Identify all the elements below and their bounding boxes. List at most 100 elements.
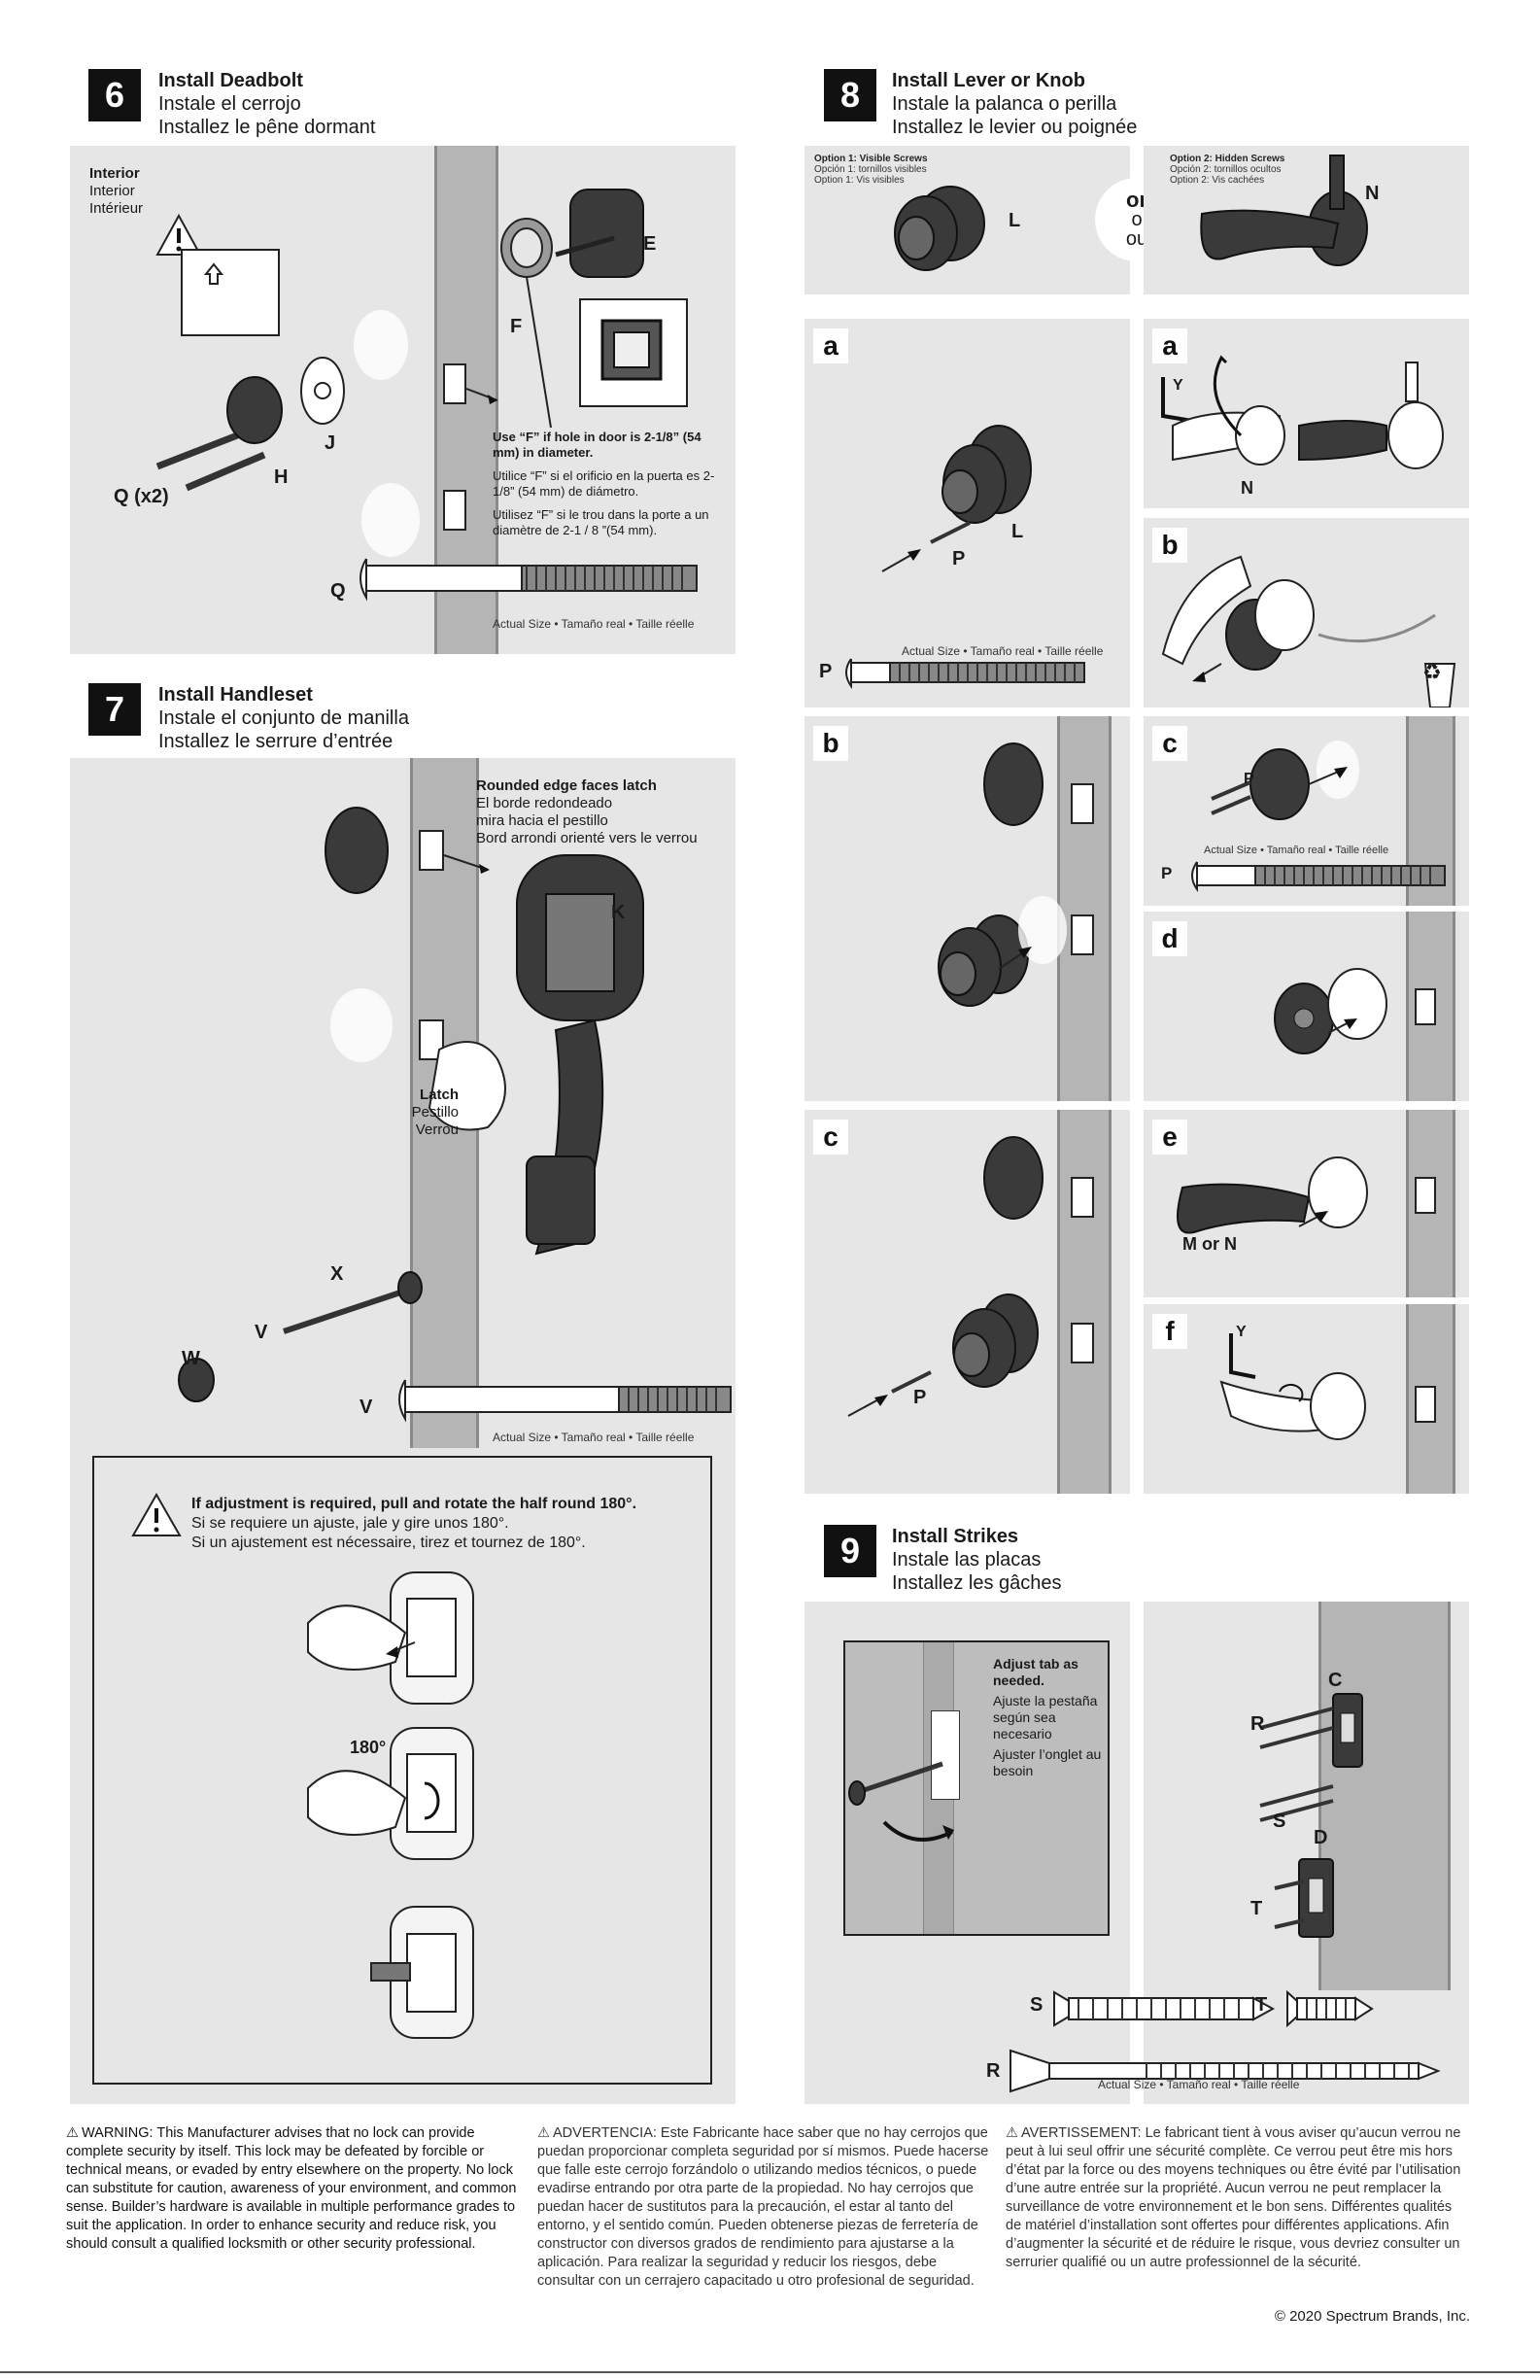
- latch-label: Latch Pestillo Verrou: [352, 1087, 459, 1139]
- part-Q-label: Q: [330, 580, 346, 603]
- part-J-label: J: [325, 432, 335, 455]
- actual-size-label: Actual Size • Tamaño real • Taille réell…: [902, 644, 1103, 658]
- lever-tighten-diagram: [1144, 1304, 1469, 1494]
- label-removal-diagram: [1144, 518, 1469, 707]
- strike-plates-diagram: [1144, 1602, 1469, 1990]
- part-Y-label: Y: [1236, 1324, 1247, 1341]
- adapter-note-es: Utilice “F” si el orificio en la puerta …: [493, 468, 726, 500]
- part-D-label: D: [1314, 1827, 1327, 1849]
- step-6-title-fr: Installez le pêne dormant: [158, 116, 375, 139]
- lever-screw-diagram: [1144, 716, 1469, 906]
- lever-step-c-panel: c P Actual Size • Tamaño real • Taille r…: [1144, 716, 1469, 906]
- knob-step-c-panel: c P: [804, 1110, 1130, 1494]
- adjustment-box: If adjustment is required, pull and rota…: [92, 1456, 712, 2085]
- part-N-label: N: [1241, 478, 1253, 499]
- adjust-tab-note: Adjust tab as needed. Ajuste la pestaña …: [993, 1656, 1105, 1779]
- part-Q-qty-label: Q (x2): [114, 486, 169, 508]
- deadbolt-diagram: [70, 146, 736, 654]
- warning-en-text: WARNING: This Manufacturer advises that …: [66, 2125, 516, 2252]
- part-R-size-label: R: [986, 2060, 1000, 2083]
- screws-actual-size-strip: S T R Actual Size • Tamaño real • Taille…: [972, 1973, 1469, 2104]
- step-6-number: 6: [88, 69, 141, 121]
- part-V-label: V: [255, 1322, 267, 1344]
- adapter-note-en: Use “F” if hole in door is 2-1/8” (54 mm…: [493, 430, 726, 461]
- latch-es: Pestillo: [352, 1104, 459, 1121]
- screw-P-actual-size: [1192, 862, 1445, 889]
- warning-en-block: ⚠ WARNING: This Manufacturer advises tha…: [66, 2124, 532, 2254]
- part-S-size-label: S: [1030, 1994, 1043, 2017]
- lever-step-f-panel: f Y: [1144, 1304, 1469, 1494]
- rotate-degrees-label: 180°: [350, 1738, 386, 1758]
- part-W-label: W: [182, 1348, 200, 1370]
- rosette-install-diagram: [1144, 912, 1469, 1101]
- step-8-title-es: Instale la palanca o perilla: [892, 92, 1137, 116]
- bottom-rule: [0, 2371, 1540, 2373]
- adjust-tab-en: Adjust tab as needed.: [993, 1656, 1105, 1689]
- screw-V-actual-size: [399, 1380, 731, 1419]
- screw-S: [1054, 1992, 1273, 2025]
- deadbolt-assembly-E: [570, 190, 643, 277]
- part-P-label: P: [1244, 771, 1254, 788]
- knob-final-diagram: [804, 1110, 1130, 1494]
- step-6-title-en: Install Deadbolt: [158, 69, 375, 92]
- option-visible-screws-panel: Option 1: Visible Screws Opción 1: torni…: [804, 146, 1130, 294]
- copyright: © 2020 Spectrum Brands, Inc.: [1166, 2308, 1470, 2325]
- latch-hole-bottom: [444, 491, 465, 530]
- warning-es-block: ⚠ ADVERTENCIA: Este Fabricante hace sabe…: [537, 2124, 994, 2291]
- option-hidden-screws-panel: Option 2: Hidden Screws Opción 2: tornil…: [1144, 146, 1469, 294]
- adjust-tab-box: Adjust tab as needed. Ajuste la pestaña …: [843, 1640, 1110, 1936]
- part-S-label: S: [1273, 1811, 1285, 1833]
- part-M-or-N-label: M or N: [1182, 1234, 1237, 1255]
- latch-fr: Verrou: [352, 1121, 459, 1139]
- part-P-size-label: P: [819, 661, 832, 683]
- knob-visible-screws: [804, 146, 1130, 294]
- step-6-illustration-panel: Interior Interior Intérieur: [70, 146, 736, 654]
- warning-fr-text: AVERTISSEMENT: Le fabricant tient à vous…: [1006, 2125, 1460, 2270]
- step-8-number: 8: [824, 69, 876, 121]
- warning-es-icon: ⚠: [537, 2124, 550, 2143]
- step-9-title: Install Strikes Instale las placas Insta…: [892, 1525, 1062, 1595]
- step-7-title-fr: Installez le serrure d’entrée: [158, 730, 409, 753]
- step-7-title-es: Instale el conjunto de manilla: [158, 707, 409, 730]
- part-K-label: K: [611, 902, 625, 924]
- knob-install-diagram: [804, 716, 1130, 1101]
- warning-fr-icon: ⚠: [1006, 2124, 1018, 2143]
- part-E-label: E: [643, 233, 656, 256]
- part-F-label: F: [510, 316, 522, 338]
- actual-size-label: Actual Size • Tamaño real • Taille réell…: [493, 1431, 694, 1444]
- lower-mount: [527, 1156, 595, 1244]
- part-L-label: L: [1011, 521, 1023, 543]
- lever-remove-diagram: [1144, 319, 1469, 508]
- thumbturn-plate: [227, 377, 282, 443]
- adapter-note-fr: Utilisez “F” si le trou dans la porte a …: [493, 507, 726, 538]
- part-P-label: P: [913, 1387, 926, 1409]
- part-X-label: X: [330, 1263, 343, 1286]
- adjust-tab-es: Ajuste la pestaña según sea necesario: [993, 1693, 1105, 1742]
- screw-P-actual-size: [846, 659, 1084, 686]
- part-T-size-label: T: [1255, 1994, 1267, 2017]
- part-H-label: H: [274, 466, 288, 489]
- warning-fr-block: ⚠ AVERTISSEMENT: Le fabricant tient à vo…: [1006, 2124, 1470, 2272]
- lever-step-a-panel: a Y N: [1144, 319, 1469, 508]
- deadbolt-thumbturn: [325, 808, 388, 893]
- bolt-Q-actual-size: [360, 559, 697, 598]
- step-7-illustration-panel: Rounded edge faces latch El borde redond…: [70, 758, 736, 2104]
- step-9-title-en: Install Strikes: [892, 1525, 1062, 1548]
- lever-step-d-panel: d: [1144, 912, 1469, 1101]
- step-6-title: Install Deadbolt Instale el cerrojo Inst…: [158, 69, 375, 139]
- step-7-title: Install Handleset Instale el conjunto de…: [158, 683, 409, 753]
- part-C-label: C: [1328, 1670, 1342, 1692]
- lever-hidden-screws: [1144, 146, 1469, 294]
- step-8-title-en: Install Lever or Knob: [892, 69, 1137, 92]
- part-R-label: R: [1250, 1713, 1264, 1736]
- part-N-label: N: [1365, 183, 1379, 205]
- recycle-icon: ♻: [1422, 660, 1442, 685]
- step-8-title-fr: Installez le levier ou poignée: [892, 116, 1137, 139]
- latch-en: Latch: [352, 1087, 459, 1104]
- step-9-title-fr: Installez les gâches: [892, 1571, 1062, 1595]
- step-9-title-es: Instale las placas: [892, 1548, 1062, 1571]
- actual-size-label: Actual Size • Tamaño real • Taille réell…: [1098, 2078, 1299, 2091]
- adjustment-steps-diagram: [94, 1458, 710, 2083]
- lever-step-e-panel: e M or N: [1144, 1110, 1469, 1297]
- part-P-size-label: P: [1161, 864, 1172, 883]
